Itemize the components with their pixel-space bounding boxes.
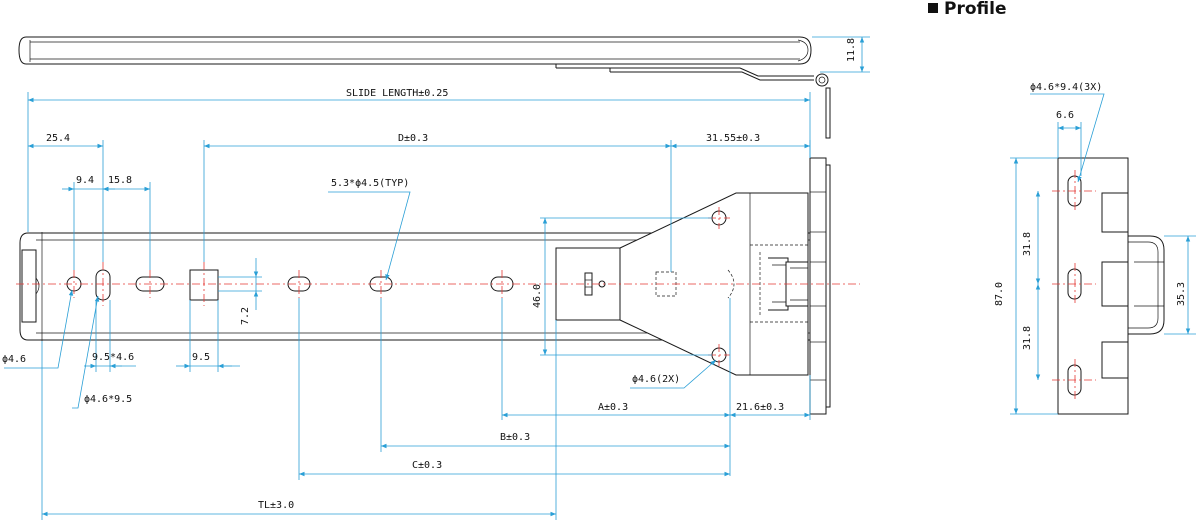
dim-11-8: 11.8 xyxy=(812,36,870,73)
dim-21-6-label: 21.6±0.3 xyxy=(736,402,784,413)
profile-87-label: 87.0 xyxy=(994,282,1005,306)
dim-11-8-label: 11.8 xyxy=(846,38,857,62)
profile-31-8-bottom-label: 31.8 xyxy=(1022,326,1033,350)
slide-length-label: SLIDE LENGTH±0.25 xyxy=(346,88,448,99)
main-dimensions: SLIDE LENGTH±0.25 25.4 D±0.3 31.55±0.3 9… xyxy=(2,88,811,520)
dim-d-label: D±0.3 xyxy=(398,133,428,144)
profile-slot-label: ϕ4.6*9.4(3X) xyxy=(1030,82,1102,93)
dim-9-5x4-6-label: 9.5*4.6 xyxy=(92,352,134,363)
top-view xyxy=(18,36,831,139)
dim-7-2-label: 7.2 xyxy=(240,307,251,325)
dim-c-label: C±0.3 xyxy=(412,460,442,471)
profile-31-8-top-label: 31.8 xyxy=(1022,232,1033,256)
side-view xyxy=(19,157,831,415)
slot-typ-label: 5.3*ϕ4.5(TYP) xyxy=(331,178,409,189)
dim-46-label: 46.0 xyxy=(532,284,543,308)
title-square-icon xyxy=(928,3,938,13)
dim-phi46-2x-label: ϕ4.6(2X) xyxy=(632,374,680,385)
dim-15-8-label: 15.8 xyxy=(108,175,132,186)
dim-31-55-label: 31.55±0.3 xyxy=(706,133,760,144)
dim-phi46x95-label: ϕ4.6*9.5 xyxy=(84,394,132,405)
dim-9-5-label: 9.5 xyxy=(192,352,210,363)
dim-b-label: B±0.3 xyxy=(500,432,530,443)
dim-a-label: A±0.3 xyxy=(598,402,628,413)
dim-25-4-label: 25.4 xyxy=(46,133,70,144)
profile-title: Profile xyxy=(928,0,1006,19)
profile-6-6-label: 6.6 xyxy=(1056,110,1074,121)
profile-dimensions: ϕ4.6*9.4(3X) 6.6 87.0 31.8 31.8 35.3 xyxy=(994,82,1196,415)
profile-35-3-label: 35.3 xyxy=(1176,282,1187,306)
dim-9-4-label: 9.4 xyxy=(76,175,94,186)
dim-tl-label: TL±3.0 xyxy=(258,500,294,511)
profile-view xyxy=(1052,157,1165,415)
dim-phi46-label: ϕ4.6 xyxy=(2,354,26,365)
profile-title-text: Profile xyxy=(944,0,1006,19)
